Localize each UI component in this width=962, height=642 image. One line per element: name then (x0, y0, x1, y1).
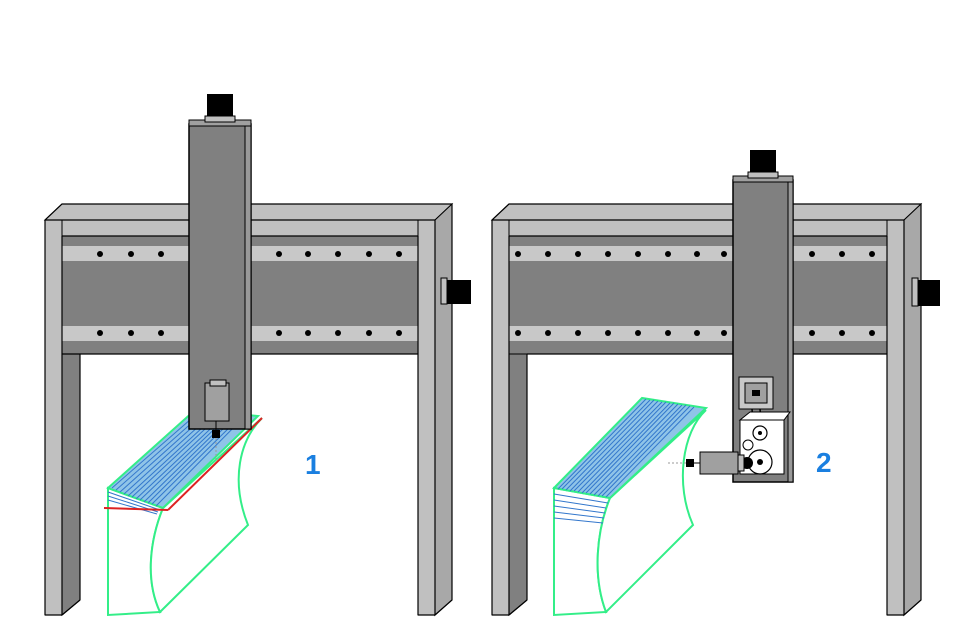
gear-icon (738, 411, 791, 475)
stepper-motor-icon (911, 277, 940, 307)
panel-1: 1 (43, 94, 471, 617)
spindle-icon (668, 451, 745, 475)
workpiece (551, 396, 709, 617)
stepper-motor-icon (440, 277, 471, 305)
panel-2: 2 (490, 150, 940, 617)
workpiece (103, 408, 263, 617)
rail-bolts (515, 251, 875, 336)
cut-line (103, 507, 169, 511)
spindle-icon (204, 379, 230, 460)
rail-bolts (97, 251, 402, 336)
step-label-2: 2 (816, 447, 832, 478)
step-label-1: 1 (305, 449, 321, 480)
workpiece-layers (553, 398, 695, 524)
z-column (188, 119, 252, 430)
stepper-motor-icon (204, 94, 236, 123)
stepper-motor-icon (738, 376, 774, 410)
stepper-motor-icon (747, 150, 779, 179)
